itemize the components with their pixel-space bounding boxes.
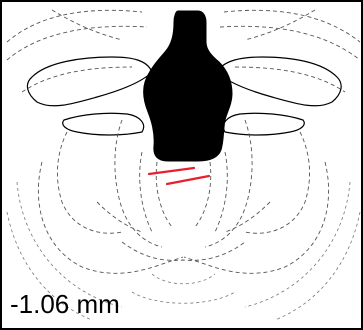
- coordinate-label: -1.06 mm: [10, 289, 120, 319]
- red-marker-line: [149, 168, 194, 174]
- right-lower-fold: [223, 113, 304, 135]
- left-lower-fold: [63, 113, 144, 135]
- left-upper-fold: [27, 57, 152, 106]
- right-upper-fold: [217, 57, 341, 106]
- red-marker-line: [167, 176, 209, 184]
- red-markers: [149, 168, 209, 184]
- ventricle-shape: [144, 11, 232, 161]
